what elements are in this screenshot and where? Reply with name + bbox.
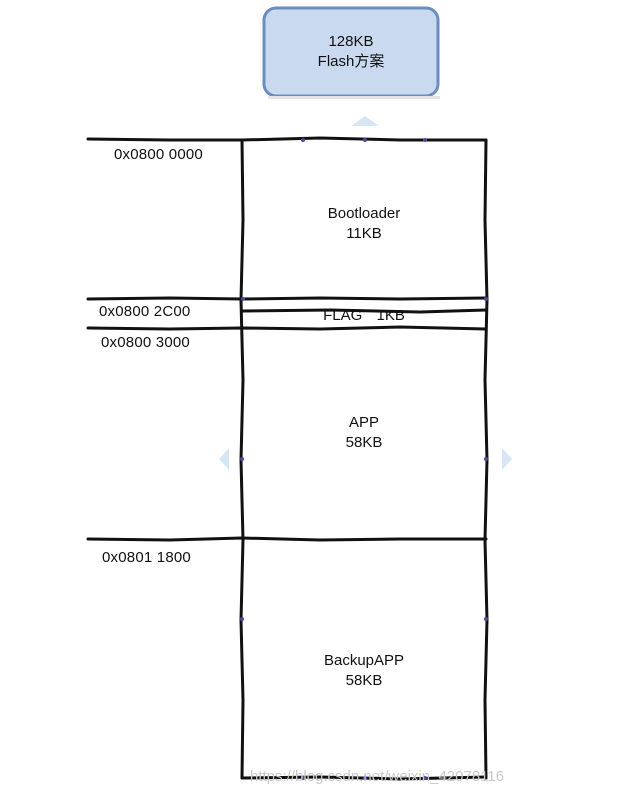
watermark-text: https://blog.csdn.net/weixin_42078116 — [250, 768, 505, 785]
arrow-right-handle-icon[interactable] — [502, 448, 512, 470]
marker — [484, 617, 488, 621]
divider-app-top — [86, 325, 488, 331]
selection-markers — [240, 138, 488, 780]
marker — [363, 776, 367, 780]
marker — [241, 297, 245, 301]
title-box-shadow — [268, 96, 440, 99]
marker — [423, 138, 427, 142]
region-backupapp-name: BackupAPP — [323, 652, 405, 669]
region-app-name: APP — [348, 414, 379, 431]
memory-block-outline — [86, 136, 489, 781]
address-app: 0x0800 3000 — [101, 334, 190, 351]
region-flag-size: 1KB — [376, 307, 405, 324]
title-line-1: 128KB — [328, 33, 374, 50]
region-bootloader-name: Bootloader — [327, 205, 401, 222]
arrow-up-handle-icon[interactable] — [351, 116, 379, 126]
marker — [301, 138, 305, 142]
region-bootloader-size: 11KB — [346, 225, 382, 242]
marker — [363, 138, 367, 142]
marker — [484, 297, 488, 301]
divider-flag-top — [86, 296, 488, 301]
block-bottom-edge — [240, 775, 488, 781]
marker — [423, 776, 427, 780]
divider-top — [86, 136, 488, 142]
divider-flag-bottom — [240, 308, 488, 314]
region-app-size: 58KB — [345, 434, 383, 451]
region-flag-label: FLAG 1KB — [242, 306, 486, 326]
arrow-left-handle-icon[interactable] — [219, 448, 229, 470]
title-line-2: Flash方案 — [317, 53, 385, 70]
marker — [301, 776, 305, 780]
divider-backup-top — [86, 536, 488, 542]
region-backupapp-size: 58KB — [345, 672, 383, 689]
marker — [240, 457, 244, 461]
marker — [484, 457, 488, 461]
address-flag: 0x0800 2C00 — [99, 303, 191, 320]
region-flag-name: FLAG — [323, 307, 363, 324]
address-backupapp: 0x0801 1800 — [102, 549, 191, 566]
marker — [240, 617, 244, 621]
address-bootloader: 0x0800 0000 — [114, 146, 203, 163]
